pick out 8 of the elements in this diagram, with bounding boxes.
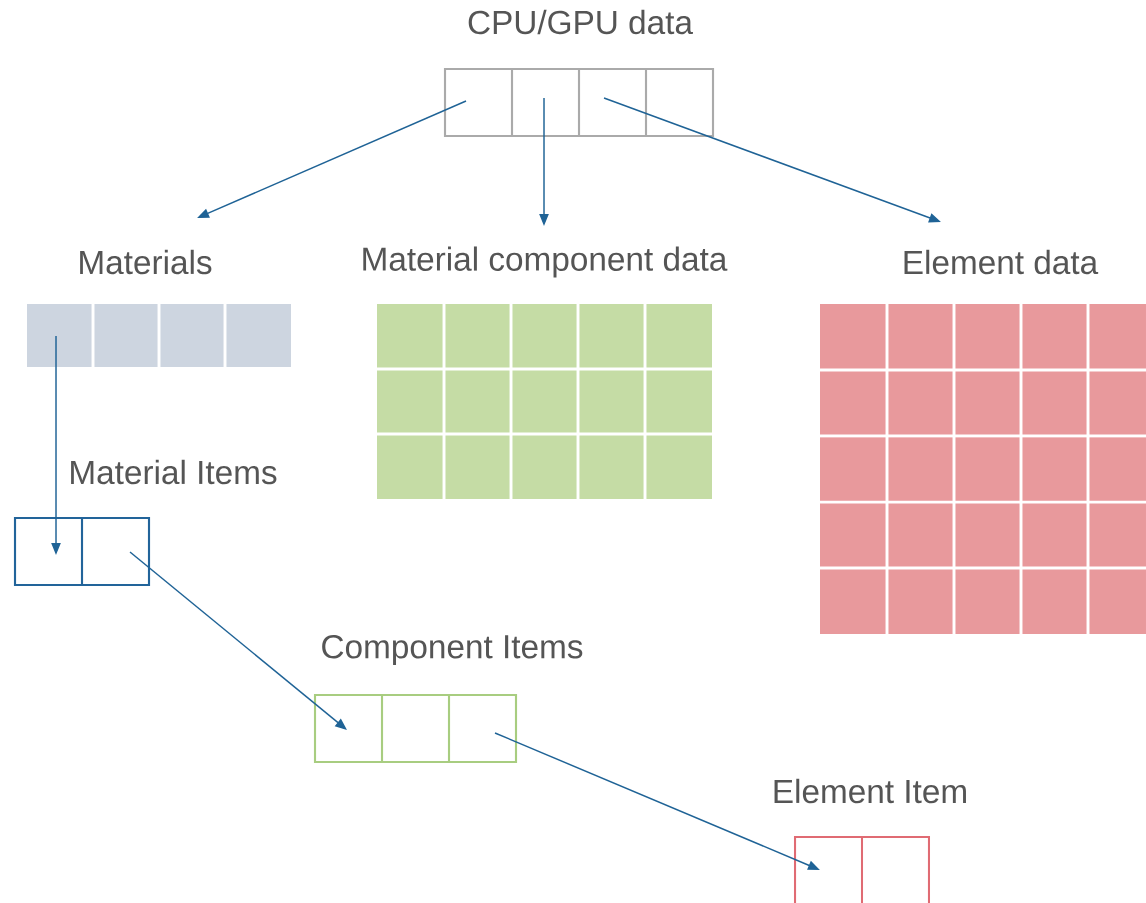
- table-heading: Element data: [904, 249, 1099, 275]
- arrow: [129, 551, 347, 730]
- table-heading: Materials: [80, 249, 212, 275]
- table-heading: CPU/GPU data: [468, 9, 693, 35]
- table-heading: Material component data: [363, 246, 728, 278]
- table-heading: Component Items: [322, 634, 583, 666]
- table-heading: Material Items: [71, 459, 277, 485]
- table-heading: Element Item: [774, 778, 966, 804]
